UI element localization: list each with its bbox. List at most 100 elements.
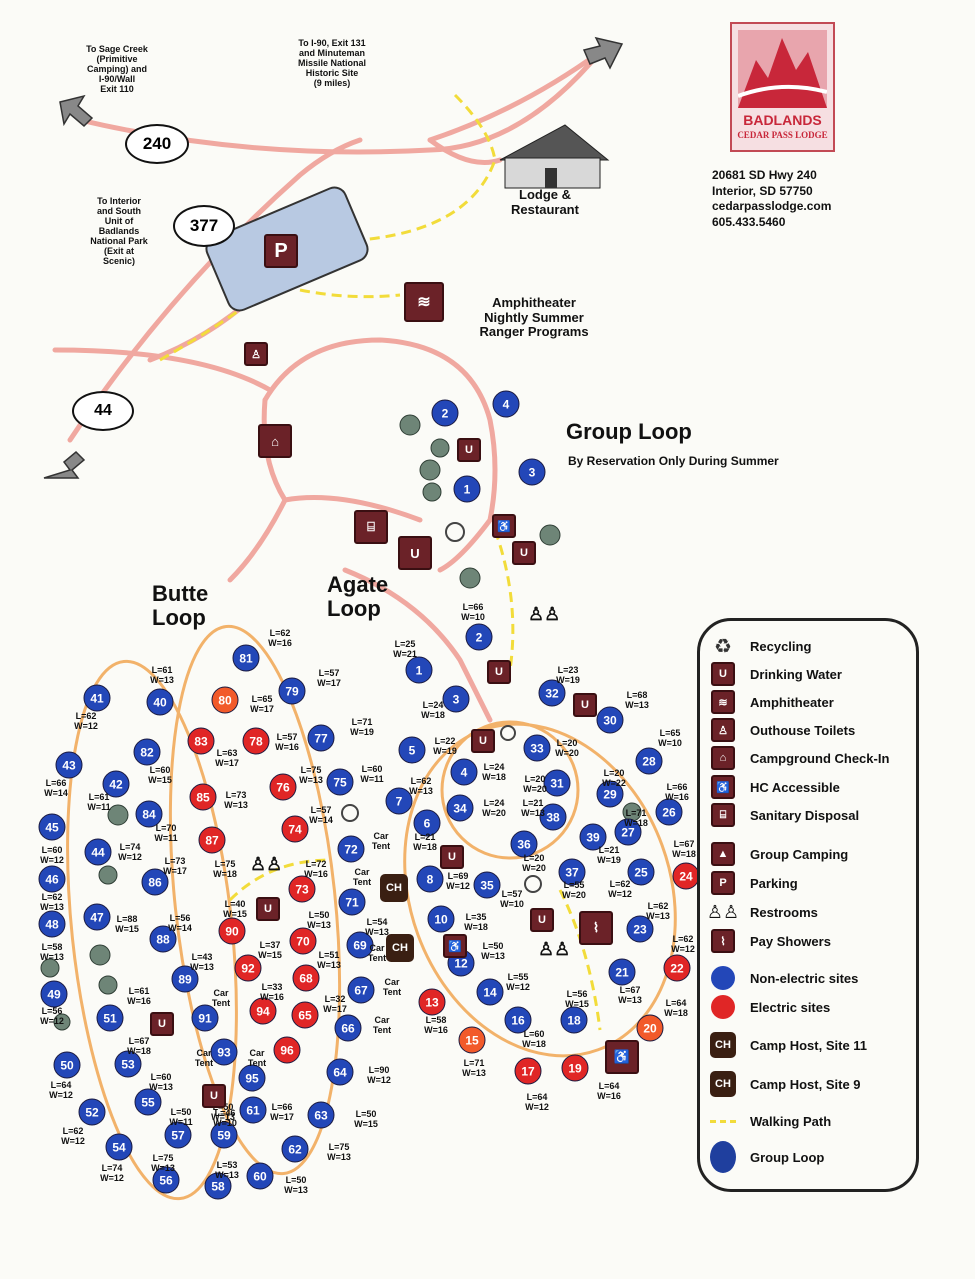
campsite-number: 56 [159, 1174, 173, 1188]
campsite-number: 73 [295, 883, 309, 897]
campsite-marker [510, 830, 538, 858]
campsite-47: 47 [83, 903, 111, 931]
campsite-84: 84 [135, 800, 163, 828]
walking-path-lodge [359, 93, 497, 242]
campsite-number: 3 [529, 466, 536, 480]
campsite-marker [347, 976, 375, 1004]
legend-label: Drinking Water [750, 666, 842, 682]
arrow-northwest-icon [59, 94, 94, 128]
campsite-number: 23 [633, 923, 647, 937]
lodge-roof-icon [499, 124, 610, 161]
campsite-marker [249, 997, 277, 1025]
group-camping-icon: ▲ [710, 841, 736, 867]
campsite-marker [191, 1004, 219, 1032]
campsite-number: 91 [198, 1012, 212, 1026]
campsite-43: 43 [55, 751, 83, 779]
campsite-74: 74 [281, 815, 309, 843]
legend-label: Restrooms [750, 904, 818, 920]
campsite-95: 95 [238, 1064, 266, 1092]
campsite-marker [210, 1038, 238, 1066]
legend-label: Non-electric sites [750, 970, 859, 986]
campsite-number: 67 [354, 984, 368, 998]
campsite-85: 85 [189, 783, 217, 811]
campsite-number: 36 [517, 838, 531, 852]
campsite-marker [234, 954, 262, 982]
campsite-27: 27 [614, 818, 642, 846]
campsite-marker [398, 736, 426, 764]
walking-path-agate [493, 529, 515, 671]
campsite-72: 72 [337, 835, 365, 863]
campsite-40: 40 [146, 688, 174, 716]
campsite-number: 82 [140, 746, 154, 760]
logo-mountain-icon [737, 30, 828, 108]
campsite-marker [40, 980, 68, 1008]
campsite-73: 73 [288, 875, 316, 903]
drinking-water-icon: U [471, 729, 495, 753]
campsite-marker [278, 677, 306, 705]
campsite-38: 38 [539, 803, 567, 831]
campsite-number: 96 [280, 1044, 294, 1058]
hwy-377-label: 377 [189, 216, 219, 235]
campsite-marker [78, 1098, 106, 1126]
car-tent-label: Car Tent [194, 1048, 214, 1069]
website-link[interactable]: cedarpasslodge.com [712, 199, 832, 214]
restrooms-icon: ♙ [244, 342, 268, 366]
campsite-88: 88 [149, 925, 177, 953]
campsite-number: 1 [464, 483, 471, 497]
campsite-number: 17 [521, 1065, 535, 1079]
campsite-number: 2 [476, 631, 483, 645]
campsite-marker [38, 910, 66, 938]
campsite-31: 31 [543, 769, 571, 797]
car-tent-label: Car Tent [371, 831, 391, 852]
campsite-number: 16 [511, 1014, 525, 1028]
campsite-number: 44 [91, 846, 105, 860]
campsite-number: 85 [196, 791, 210, 805]
campsite-32: 32 [538, 679, 566, 707]
legend-item-group-camping: ▲Group Camping [710, 841, 848, 867]
legend-label: Amphitheater [750, 694, 834, 710]
road-butte-link [227, 497, 288, 583]
campsite-13: 13 [418, 988, 446, 1016]
campsite-1: 1 [405, 656, 433, 684]
campsite-number: 63 [314, 1109, 328, 1123]
campsite-marker [635, 747, 663, 775]
logo-subtitle: CEDAR PASS LODGE [737, 130, 828, 140]
car-tent-label: Car Tent [352, 867, 372, 888]
loop-roads [66, 624, 677, 1201]
legend-item-sanitary-disposal: ⌸Sanitary Disposal [710, 802, 859, 828]
campsite-marker [326, 1058, 354, 1086]
campsite-marker [514, 1057, 542, 1085]
road-agate-link [342, 567, 493, 723]
campsite-number: 92 [241, 962, 255, 976]
campsite-91: 91 [191, 1004, 219, 1032]
sanitary-disposal-icon: ⌸ [354, 510, 388, 544]
campsite-62: 62 [281, 1135, 309, 1163]
campsite-number: 87 [205, 834, 219, 848]
campsite-number: 1 [416, 664, 423, 678]
tree-icon [422, 482, 442, 502]
